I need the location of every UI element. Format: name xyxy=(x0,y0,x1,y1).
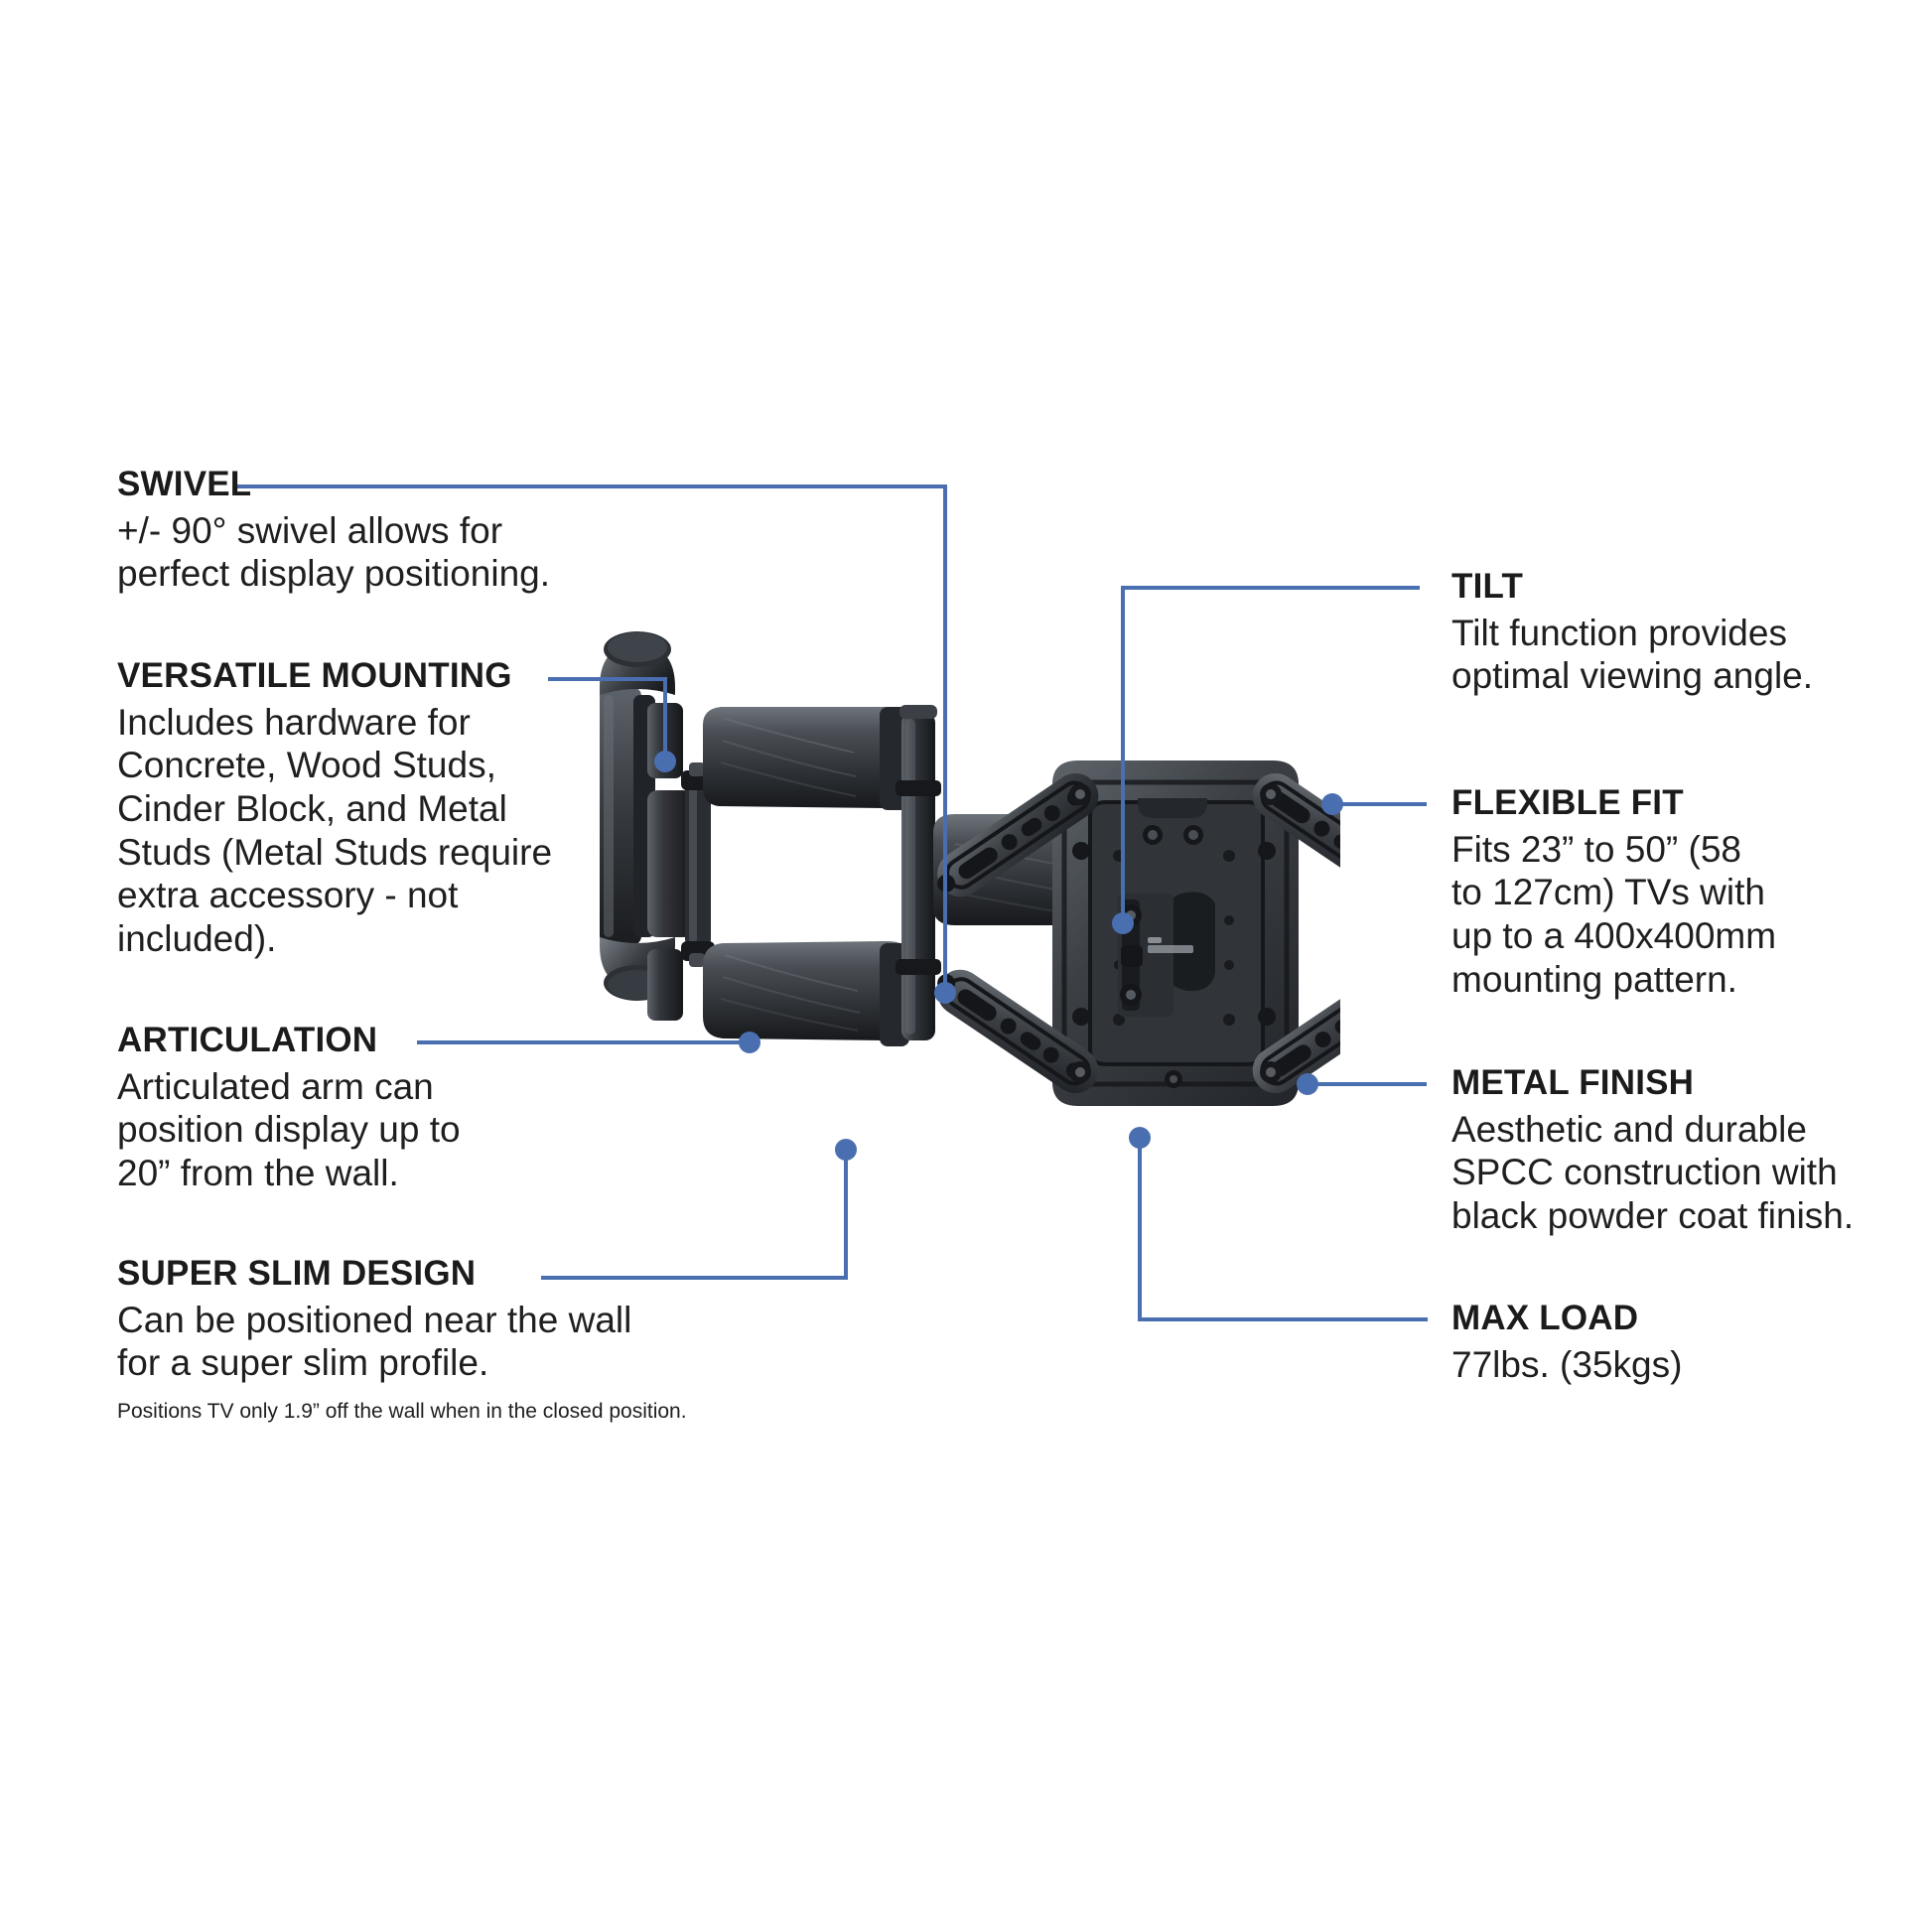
callout-versatile-mounting-body: Includes hardware for Concrete, Wood Stu… xyxy=(117,701,553,960)
callout-metal-finish-body: Aesthetic and durable SPCC construction … xyxy=(1451,1108,1855,1237)
wall-plate xyxy=(600,687,655,945)
callout-metal-finish-title: METAL FINISH xyxy=(1451,1063,1695,1102)
callout-swivel-title: SWIVEL xyxy=(117,465,252,503)
extension-arm-top-left xyxy=(937,772,1099,897)
callout-max-load-body: 77lbs. (35kgs) xyxy=(1451,1343,1683,1385)
callout-super-slim-design: SUPER SLIM DESIGN Can be positioned near… xyxy=(117,1254,687,1425)
callout-flexible-fit-title: FLEXIBLE FIT xyxy=(1451,783,1684,822)
callout-articulation: ARTICULATION Articulated arm can positio… xyxy=(117,1021,461,1195)
callout-versatile-mounting: VERSATILE MOUNTING Includes hardware for… xyxy=(117,656,553,961)
callout-metal-finish: METAL FINISH Aesthetic and durable SPCC … xyxy=(1451,1063,1855,1238)
callout-articulation-body: Articulated arm can position display up … xyxy=(117,1065,461,1194)
callout-swivel: SWIVEL +/- 90° swivel allows for perfect… xyxy=(117,465,551,596)
callout-articulation-title: ARTICULATION xyxy=(117,1021,378,1059)
callout-swivel-body: +/- 90° swivel allows for perfect displa… xyxy=(117,509,551,595)
upper-arm-segment xyxy=(703,707,909,810)
callout-max-load: MAX LOAD 77lbs. (35kgs) xyxy=(1451,1299,1683,1386)
product-illustration xyxy=(586,596,1340,1350)
callout-versatile-mounting-title: VERSATILE MOUNTING xyxy=(117,656,512,695)
callout-flexible-fit: FLEXIBLE FIT Fits 23” to 50” (58 to 127c… xyxy=(1451,783,1777,1001)
wall-plate-top-cap xyxy=(600,631,675,695)
callout-tilt-body: Tilt function provides optimal viewing a… xyxy=(1451,612,1814,697)
callout-tilt-title: TILT xyxy=(1451,567,1524,606)
callout-tilt: TILT Tilt function provides optimal view… xyxy=(1451,567,1814,698)
lower-arm-segment xyxy=(703,941,913,1046)
callout-max-load-title: MAX LOAD xyxy=(1451,1299,1639,1337)
callout-flexible-fit-body: Fits 23” to 50” (58 to 127cm) TVs with u… xyxy=(1451,828,1777,1000)
callout-super-slim-design-body: Can be positioned near the wall for a su… xyxy=(117,1299,632,1384)
extension-arm-bottom-right xyxy=(1252,969,1340,1094)
callout-super-slim-design-title: SUPER SLIM DESIGN xyxy=(117,1254,477,1293)
callout-super-slim-design-fineprint: Positions TV only 1.9” off the wall when… xyxy=(117,1400,687,1424)
brand-mark xyxy=(1148,937,1193,953)
